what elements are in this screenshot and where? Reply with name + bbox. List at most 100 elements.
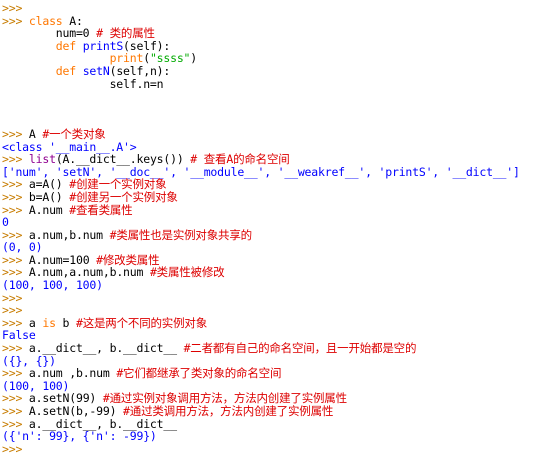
code-token: a.__dict__, b.__dict__ xyxy=(28,341,184,356)
prompt-marker: >>> xyxy=(2,441,23,456)
console-line: >>> A.setN(b,-99) #通过类调用方法，方法内创建了实例属性 xyxy=(2,405,548,418)
code-comment: #一个类对象 xyxy=(42,126,106,141)
prompt-marker: >>> xyxy=(2,177,23,192)
code-token: a=A() xyxy=(28,177,70,192)
prompt-marker: >>> xyxy=(2,189,23,204)
console-line: >>> a.num,b.num #类属性也是实例对象共享的 xyxy=(2,227,548,242)
prompt-marker: >>> xyxy=(2,391,23,406)
console-line: >>> a=A() #创建一个实例对象 xyxy=(2,178,548,191)
code-comment: #通过类调用方法，方法内创建了实例属性 xyxy=(123,404,334,418)
code-token: list xyxy=(28,152,56,167)
output-text: ({'n': 99}, {'n': -99}) xyxy=(2,429,157,444)
code-token: A.num=100 xyxy=(28,252,97,267)
code-comment: #这是两个不同的实例对象 xyxy=(75,315,208,330)
code-token: class xyxy=(28,13,63,28)
code-token: is xyxy=(42,315,56,330)
code-token: print xyxy=(109,51,144,66)
console-line xyxy=(2,103,548,116)
console-line: >>> list(A.__dict__.keys()) # 查看A的命名空间 xyxy=(2,153,548,166)
code-token: self.n=n xyxy=(2,76,164,91)
output-text: <class '__main__.A'> xyxy=(2,139,137,154)
code-token: A xyxy=(28,126,43,141)
console-line: >>> xyxy=(2,304,548,317)
console-line: def setN(self,n): xyxy=(2,65,548,78)
code-comment: # 查看A的命名空间 xyxy=(190,152,290,167)
console-line: >>> a.__dict__, b.__dict__ #二者都有自己的命名空间，… xyxy=(2,342,548,355)
code-token: A.num xyxy=(28,202,70,217)
code-token: A.num,a.num,b.num xyxy=(28,265,150,280)
console-line: >>> xyxy=(2,290,548,305)
code-comment: #类属性被修改 xyxy=(149,265,225,280)
console-line: self.n=n xyxy=(2,76,548,91)
console-line: 0 xyxy=(2,216,548,229)
prompt-marker: >>> xyxy=(2,126,23,141)
prompt-marker: >>> xyxy=(2,202,23,217)
output-text: False xyxy=(2,328,36,343)
console-line: num=0 # 类的属性 xyxy=(2,27,548,40)
prompt-marker: >>> xyxy=(2,404,23,418)
code-comment: #修改类属性 xyxy=(96,252,160,267)
prompt-marker: >>> xyxy=(2,290,23,305)
code-token: def xyxy=(55,63,76,78)
console-line: >>> b=A() #创建另一个实例对象 xyxy=(2,191,548,204)
code-token: a.setN(99) xyxy=(28,391,103,406)
code-token: (self): xyxy=(123,38,171,53)
code-comment: #它们都继承了类对象的命名空间 xyxy=(116,366,282,381)
prompt-marker: >>> xyxy=(2,303,23,318)
console-line: <class '__main__.A'> xyxy=(2,139,548,154)
code-comment: #二者都有自己的命名空间，且一开始都是空的 xyxy=(183,341,417,356)
code-comment: # 类的属性 xyxy=(96,26,155,41)
console-line: >>> a is b #这是两个不同的实例对象 xyxy=(2,317,548,330)
console-line: (0, 0) xyxy=(2,241,548,254)
console-line: >>> A.num,a.num,b.num #类属性被修改 xyxy=(2,266,548,279)
output-text: 0 xyxy=(2,215,9,230)
console-line: ({}, {}) xyxy=(2,354,548,368)
output-text: (100, 100, 100) xyxy=(2,278,103,293)
prompt-marker: >>> xyxy=(2,152,23,167)
prompt-marker: >>> xyxy=(2,252,23,267)
code-comment: #通过实例对象调用方法，方法内创建了实例属性 xyxy=(102,391,347,406)
code-token: setN xyxy=(82,63,110,78)
console-line: >>> xyxy=(2,441,548,456)
console-line: >>> A.num #查看类属性 xyxy=(2,202,548,217)
code-token: b=A() xyxy=(28,189,70,204)
code-comment: #查看类属性 xyxy=(69,202,133,217)
prompt-marker: >>> xyxy=(2,341,23,356)
console-line: >>> A.num=100 #修改类属性 xyxy=(2,254,548,267)
code-token: printS xyxy=(82,38,124,53)
console-line: ['num', 'setN', '__doc__', '__module__',… xyxy=(2,164,548,179)
code-token: (self,n): xyxy=(109,63,171,78)
console-line: >>> A #一个类对象 xyxy=(2,128,548,141)
output-text: (100, 100) xyxy=(2,378,70,393)
console-line: ({'n': 99}, {'n': -99}) xyxy=(2,430,548,443)
output-text: ['num', 'setN', '__doc__', '__module__',… xyxy=(2,164,520,179)
console-line xyxy=(2,90,548,103)
code-token: a.num,b.num xyxy=(28,227,110,242)
code-token: a xyxy=(28,315,43,330)
prompt-marker: >>> xyxy=(2,416,23,431)
code-comment: #类属性也是实例对象共享的 xyxy=(109,227,253,242)
prompt-marker: >>> xyxy=(2,366,23,381)
prompt-marker: >>> xyxy=(2,1,23,15)
code-token: ( xyxy=(143,51,150,66)
console-line: >>> a.num ,b.num #它们都继承了类对象的命名空间 xyxy=(2,367,548,380)
prompt-marker: >>> xyxy=(2,13,23,28)
prompt-marker: >>> xyxy=(2,227,23,242)
console-line: >>> class A: xyxy=(2,13,548,28)
code-token: A.setN(b,-99) xyxy=(28,404,124,418)
code-token: A: xyxy=(62,13,83,28)
code-token: b xyxy=(55,315,76,330)
code-token: def xyxy=(55,38,76,53)
console-line: print("ssss") xyxy=(2,52,548,65)
prompt-marker: >>> xyxy=(2,265,23,280)
output-text: (0, 0) xyxy=(2,240,43,255)
code-token: num=0 xyxy=(2,26,97,41)
code-token: "ssss" xyxy=(149,51,191,66)
console-line: (100, 100, 100) xyxy=(2,279,548,292)
code-token: (A.__dict__.keys()) xyxy=(55,152,191,167)
console-line: def printS(self): xyxy=(2,38,548,53)
prompt-marker: >>> xyxy=(2,315,23,330)
code-comment: #创建另一个实例对象 xyxy=(69,189,178,204)
code-token: ) xyxy=(190,51,198,66)
